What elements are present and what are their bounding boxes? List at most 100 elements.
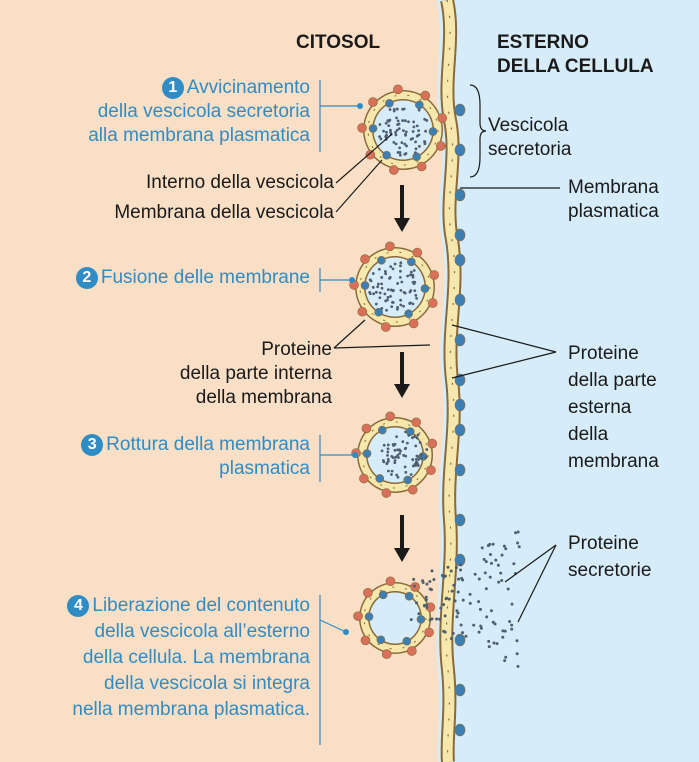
- outer-protein: [382, 150, 391, 160]
- secretory-protein: [477, 577, 481, 581]
- secretory-protein: [380, 306, 384, 310]
- secretory-protein: [446, 565, 450, 569]
- secretory-protein: [416, 433, 420, 437]
- outer-protein: [403, 475, 413, 485]
- secretory-protein: [411, 273, 415, 277]
- inner-protein: [411, 417, 421, 428]
- secretory-protein: [452, 583, 456, 587]
- secretory-protein: [510, 602, 514, 606]
- secretory-protein: [371, 285, 375, 289]
- secretory-protein: [380, 276, 384, 279]
- plasma-membrane-outer-protein: [454, 463, 466, 477]
- inner-protein: [393, 84, 403, 95]
- secretory-protein: [515, 652, 519, 656]
- secretory-protein: [409, 473, 413, 476]
- secretory-protein: [515, 639, 519, 643]
- secretory-protein: [389, 130, 392, 134]
- secretory-protein: [402, 304, 405, 308]
- secretory-protein: [487, 645, 491, 649]
- outer-proteins-leader-2: [451, 351, 557, 379]
- secretory-protein: [423, 142, 427, 146]
- secretory-protein: [399, 264, 402, 268]
- secretory-protein: [413, 151, 417, 155]
- secretory-protein: [432, 578, 436, 582]
- secretory-protein: [383, 269, 387, 273]
- secretory-protein: [387, 124, 391, 128]
- secretory-protein: [473, 572, 477, 576]
- inner-proteins-line: della membrana: [195, 387, 332, 408]
- plasma-membrane-line: Membrana: [568, 177, 659, 198]
- vesicle-fusion-segments: [359, 251, 431, 323]
- secretory-protein: [397, 456, 400, 459]
- plasma-membrane-outer-protein: [454, 513, 466, 527]
- membranes-layer: [355, 0, 462, 762]
- leader-lines: [319, 80, 560, 745]
- secretory-protein: [404, 130, 408, 134]
- plasma-membrane-outer-protein: [454, 723, 466, 737]
- outer-protein: [407, 257, 416, 267]
- secretory-protein: [395, 435, 398, 439]
- secretory-protein: [395, 116, 398, 120]
- secretory-protein: [500, 553, 504, 557]
- outer-protein: [415, 100, 424, 110]
- secretory-protein: [388, 128, 392, 132]
- secretory-protein: [382, 443, 386, 447]
- secretory-protein: [395, 107, 399, 111]
- secretory-protein: [503, 659, 507, 663]
- secretory-vesicle-line: Vescicola: [488, 115, 569, 136]
- secretory-protein: [386, 443, 390, 447]
- step-3-number: 3: [81, 434, 104, 456]
- secretory-protein: [411, 458, 415, 461]
- secretory-protein: [413, 289, 417, 293]
- inner-protein: [381, 322, 391, 332]
- secretory-protein: [404, 119, 407, 123]
- secretory-protein: [457, 577, 461, 581]
- secretory-protein: [386, 119, 390, 123]
- secretory-protein: [425, 119, 429, 122]
- outer-protein: [377, 425, 387, 435]
- inner-protein: [385, 576, 396, 587]
- secretory-protein: [386, 447, 390, 451]
- secretory-protein: [384, 272, 388, 276]
- secretory-protein: [401, 129, 405, 133]
- secretory-protein: [414, 140, 417, 144]
- plasma-membrane-outer-protein: [454, 228, 466, 242]
- secretory-protein: [408, 301, 412, 305]
- inner-proteins-leader-1: [333, 319, 366, 349]
- step-arrow-head: [394, 218, 410, 232]
- secretory-proteins-leader-1: [504, 544, 557, 583]
- plasma-membrane-label: Membrana plasmatica: [568, 176, 659, 224]
- secretory-protein: [502, 544, 506, 548]
- secretory-protein: [396, 448, 399, 452]
- outer-protein: [378, 590, 388, 600]
- outer-protein: [404, 309, 413, 319]
- secretory-protein: [439, 606, 443, 610]
- secretory-protein: [417, 129, 420, 133]
- secretory-protein: [399, 269, 402, 273]
- inner-protein: [353, 611, 363, 621]
- step-2-leader-dot: [349, 277, 355, 283]
- step-4-leader: [319, 619, 347, 633]
- secretory-protein: [414, 444, 418, 448]
- inner-protein: [420, 90, 431, 101]
- secretory-protein: [461, 578, 465, 582]
- secretory-proteins-label: Proteine secretorie: [568, 530, 651, 584]
- secretory-proteins-line: Proteine: [568, 533, 639, 554]
- secretory-protein: [425, 603, 429, 607]
- secretory-protein: [378, 296, 382, 300]
- outer-protein: [376, 635, 386, 645]
- secretory-protein: [512, 562, 516, 566]
- secretory-protein: [395, 128, 399, 132]
- secretory-protein: [451, 631, 455, 635]
- secretory-protein: [394, 142, 398, 146]
- secretory-protein: [393, 461, 397, 465]
- secretory-protein: [404, 132, 407, 136]
- inner-protein: [389, 165, 399, 175]
- secretory-protein: [464, 634, 468, 638]
- secretory-protein: [443, 574, 447, 578]
- secretory-protein: [501, 635, 505, 639]
- secretory-protein: [510, 627, 514, 631]
